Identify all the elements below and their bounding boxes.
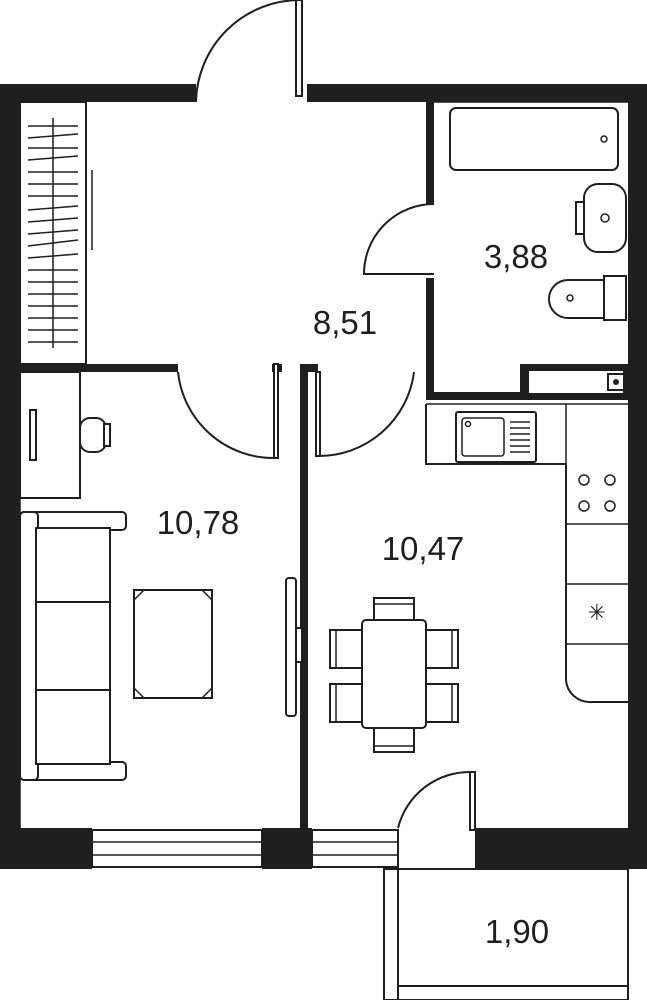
bathtub (449, 107, 619, 171)
entrance-door (195, 0, 303, 103)
water-heater (527, 369, 625, 395)
wardrobe (19, 101, 93, 365)
washbasin (575, 183, 627, 253)
wardrobe-hangers (27, 125, 79, 343)
wall-bottom-left (0, 828, 92, 869)
kitchen-area-label: 10,47 (382, 530, 465, 567)
sofa (19, 511, 127, 781)
wall-top-right (307, 84, 647, 102)
desk-chair (79, 417, 111, 453)
wall-living-kitchen (300, 364, 308, 828)
wall-top-left (0, 84, 196, 102)
dining-table (329, 597, 459, 753)
coffee-table (133, 589, 213, 699)
wall-right (628, 84, 647, 869)
wall-living-top (20, 364, 178, 372)
wall-bathroom-bottom (426, 392, 522, 400)
wall-bathroom-left-lower (426, 278, 434, 396)
bathroom-door (362, 203, 435, 275)
wall-kitchen-door-jamb (308, 364, 318, 372)
bathroom-area-label: 3,88 (484, 238, 548, 275)
wall-bottom-right (475, 828, 647, 869)
kitchen-door (315, 371, 415, 458)
toilet (548, 275, 627, 321)
wall-bottom-middle (262, 828, 312, 869)
living-door (177, 363, 279, 460)
stove (578, 474, 616, 512)
balcony-door (397, 770, 476, 831)
window-living (91, 829, 263, 868)
window-balcony (383, 868, 629, 1000)
wall-left (0, 84, 20, 869)
freezer-icon: ✳ (588, 601, 606, 626)
desk (19, 371, 81, 499)
kitchen-counter (425, 404, 628, 704)
tv (285, 577, 303, 717)
sink (455, 411, 537, 463)
wall-bathroom-left (426, 102, 434, 204)
balcony-area-label: 1,90 (485, 913, 549, 950)
hallway-area-label: 8,51 (313, 304, 377, 341)
window-kitchen (311, 829, 399, 868)
living-room-area-label: 10,78 (157, 504, 240, 541)
